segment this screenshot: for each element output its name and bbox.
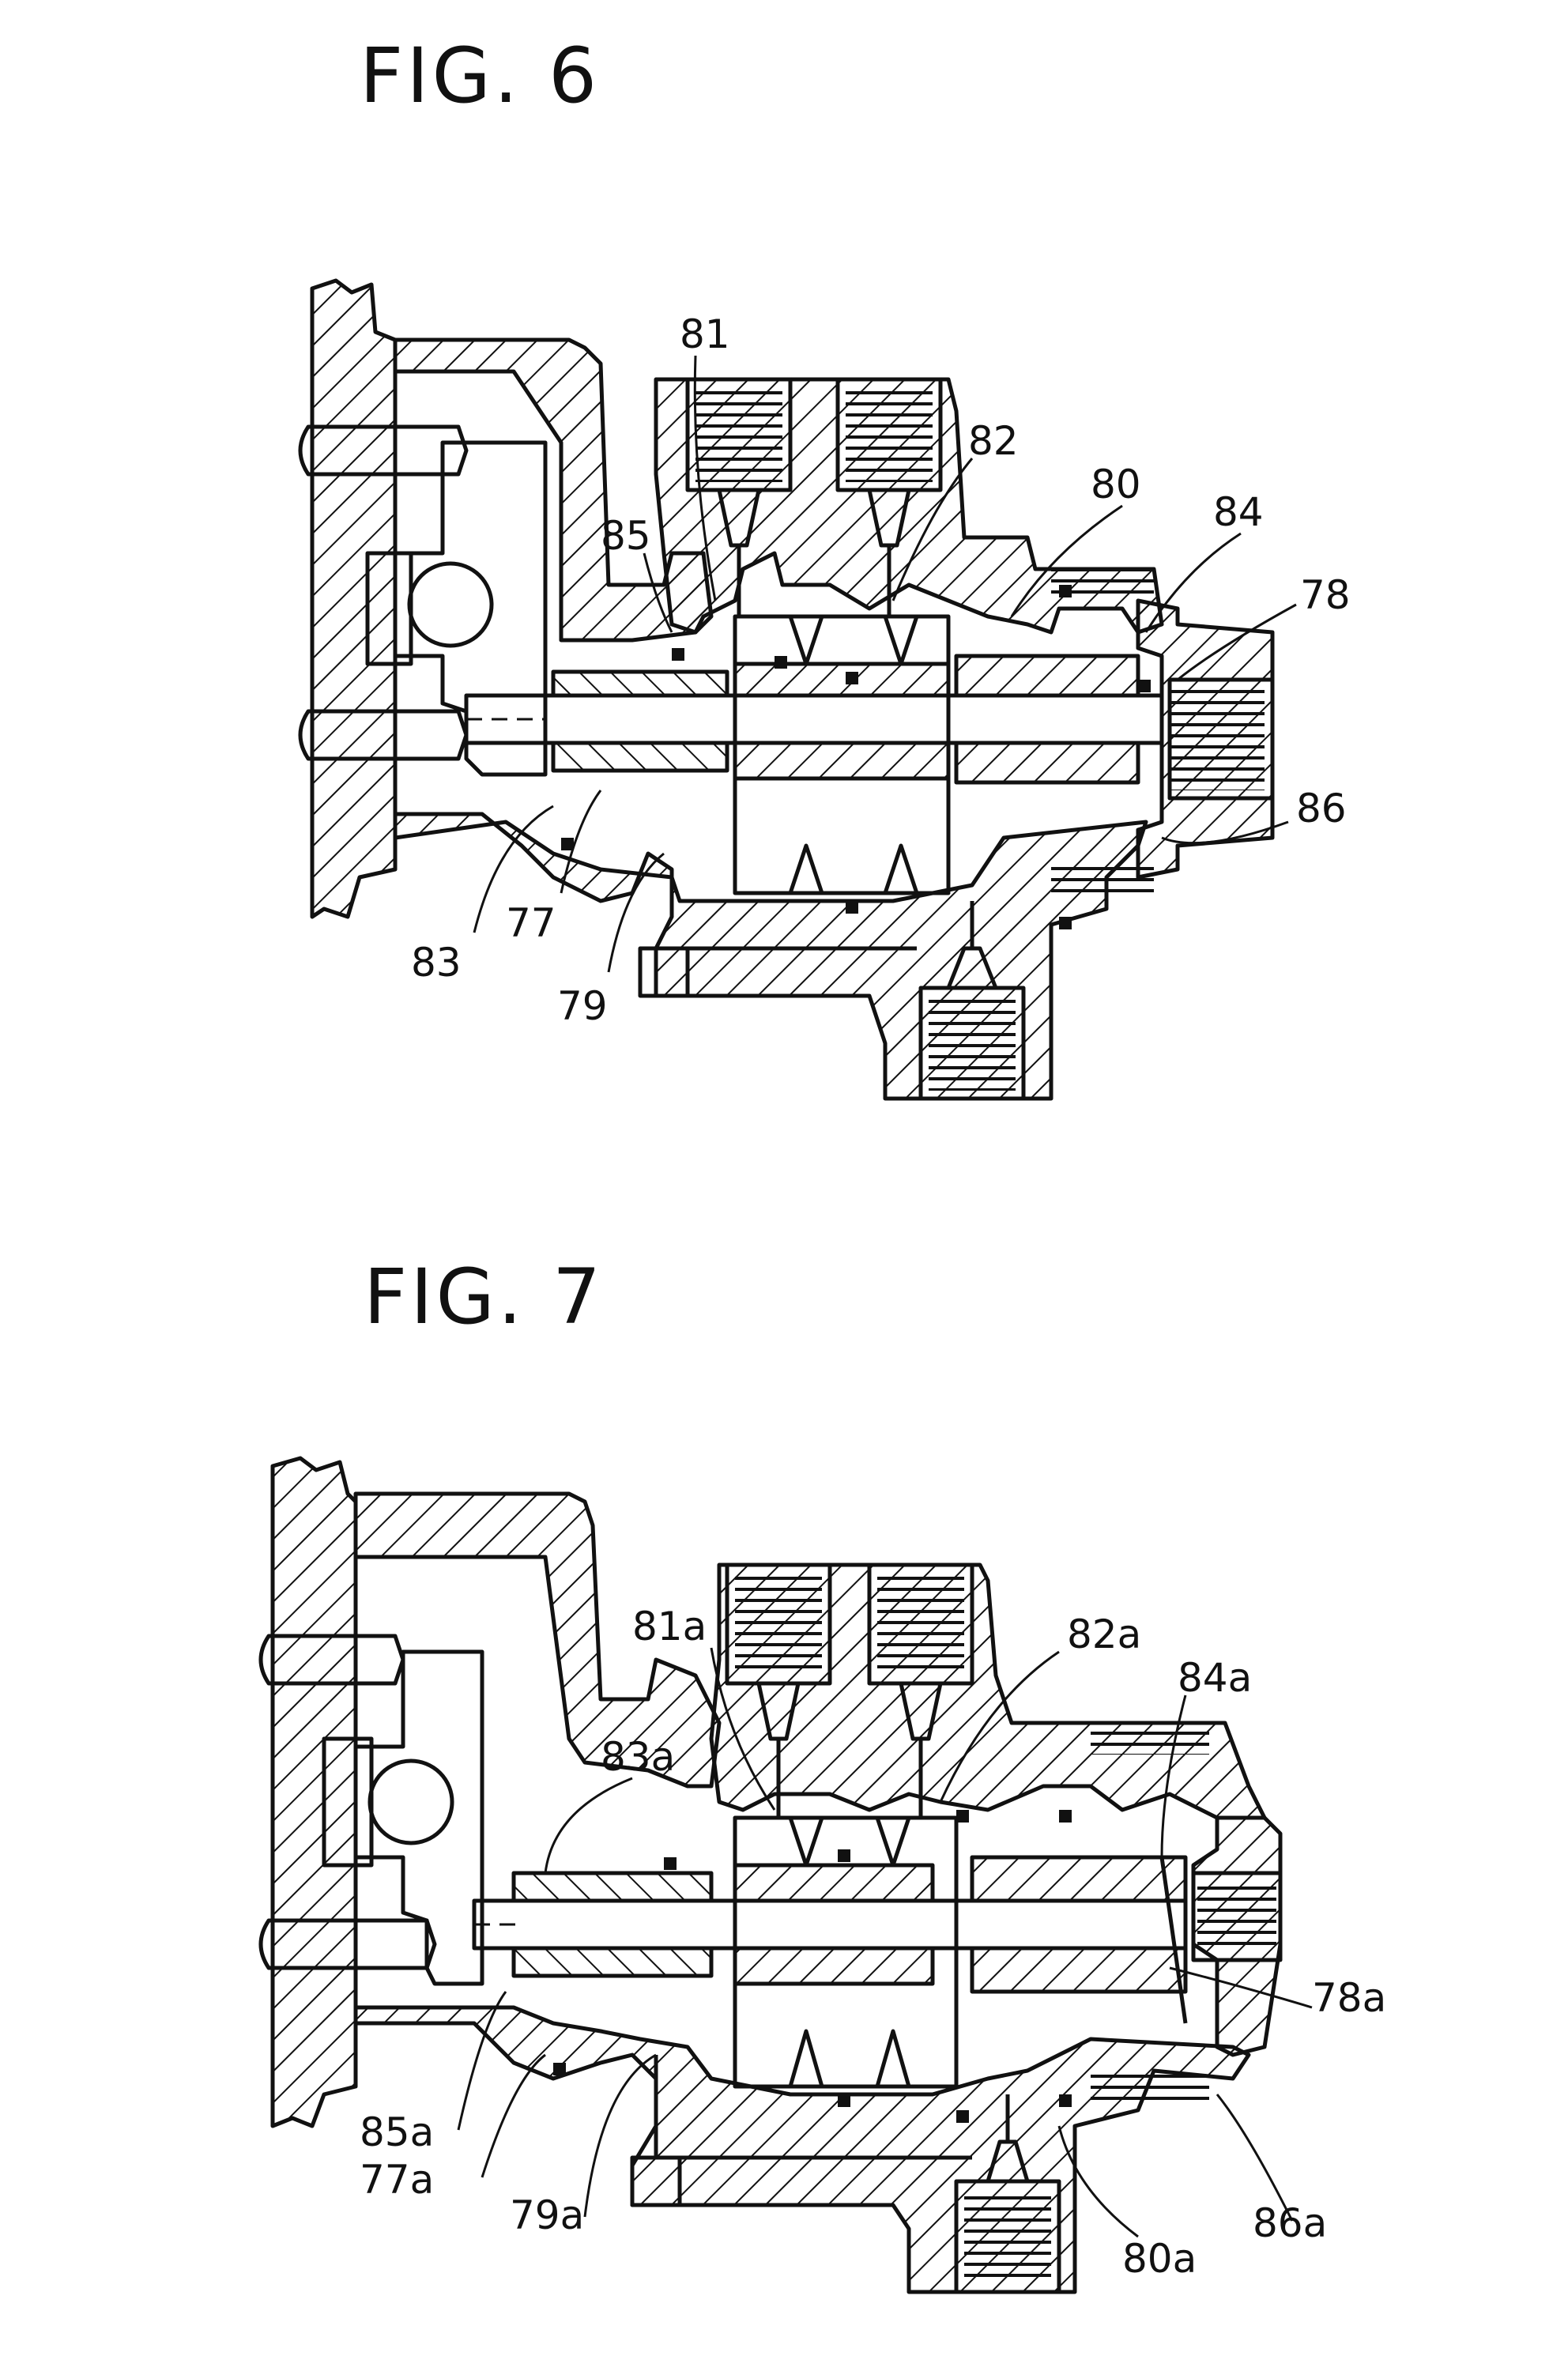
figure-7-drawing: 81a 82a 84a 83a 78a 85a 77a 79a 80a 86a xyxy=(0,1186,1568,2371)
sleeve-77 xyxy=(553,672,727,695)
left-flange xyxy=(273,1458,356,2126)
o-ring xyxy=(1059,1810,1072,1823)
body-thread-bottom xyxy=(1051,861,1154,893)
label-83: 83 xyxy=(411,940,462,986)
label-77: 77 xyxy=(506,900,556,946)
figure-7: FIG. 7 xyxy=(0,1186,1568,2371)
piston-upper xyxy=(972,1857,1185,1901)
label-78a: 78a xyxy=(1312,1975,1386,2021)
label-81: 81 xyxy=(680,311,730,357)
figure-6: FIG. 6 xyxy=(0,0,1568,1186)
label-80a: 80a xyxy=(1122,2236,1197,2282)
seal-cup-2 xyxy=(885,616,917,664)
cam-roller xyxy=(370,1761,452,1843)
o-ring xyxy=(838,2094,850,2107)
sleeve-77-lower xyxy=(553,743,727,771)
o-ring xyxy=(672,648,684,661)
o-ring xyxy=(1138,680,1151,692)
body-thread-bottom xyxy=(1091,2071,1209,2102)
spool-upper xyxy=(735,664,948,695)
end-cap-thread xyxy=(1170,688,1265,790)
label-82: 82 xyxy=(968,418,1019,464)
end-cap-thread xyxy=(1197,1881,1276,1952)
label-77a: 77a xyxy=(360,2157,434,2203)
label-80: 80 xyxy=(1091,462,1141,507)
lower-housing xyxy=(395,814,1146,1099)
main-shaft xyxy=(466,695,1162,743)
label-86a: 86a xyxy=(1253,2200,1327,2246)
seal-cup-4 xyxy=(877,2031,909,2086)
label-79a: 79a xyxy=(510,2192,584,2238)
figure-6-drawing: 81 82 80 84 78 85 86 83 77 79 xyxy=(0,0,1568,1186)
piston-upper xyxy=(956,656,1138,695)
body-thread-top xyxy=(1091,1723,1209,1755)
seal-cup-1 xyxy=(790,616,822,664)
left-flange xyxy=(312,281,395,917)
o-ring xyxy=(956,2110,969,2123)
main-shaft xyxy=(474,1901,1185,1948)
spool-upper xyxy=(735,1865,933,1901)
label-86: 86 xyxy=(1296,786,1347,831)
label-81a: 81a xyxy=(632,1604,707,1649)
seal-cup-3 xyxy=(790,2031,822,2086)
o-ring xyxy=(775,656,787,669)
sleeve-77a-lower xyxy=(514,1948,711,1976)
o-ring xyxy=(1059,2094,1072,2107)
label-85: 85 xyxy=(601,513,651,559)
o-ring xyxy=(846,901,858,914)
sleeve-77a xyxy=(514,1873,711,1901)
o-ring xyxy=(664,1857,677,1870)
o-ring xyxy=(956,1810,969,1823)
piston-lower xyxy=(956,743,1138,782)
label-84: 84 xyxy=(1213,489,1264,535)
body-thread-top xyxy=(1051,569,1154,601)
label-79: 79 xyxy=(557,983,608,1029)
label-82a: 82a xyxy=(1067,1611,1141,1657)
label-78: 78 xyxy=(1300,572,1351,618)
seal-cup-1 xyxy=(790,1818,822,1865)
o-ring xyxy=(846,672,858,684)
o-ring xyxy=(553,2063,566,2075)
cam-lever xyxy=(395,443,545,775)
label-84a: 84a xyxy=(1178,1655,1252,1701)
seal-cup-4 xyxy=(885,846,917,893)
piston-lower xyxy=(972,1948,1185,1992)
label-83a: 83a xyxy=(601,1734,675,1780)
cam-roller xyxy=(409,564,492,646)
spool-lower xyxy=(735,1948,933,1984)
o-ring xyxy=(838,1849,850,1862)
spool-lower xyxy=(735,743,948,778)
label-85a: 85a xyxy=(360,2109,434,2155)
o-ring xyxy=(1059,917,1072,929)
seal-cup-3 xyxy=(790,846,822,893)
seal-cup-2 xyxy=(877,1818,909,1865)
